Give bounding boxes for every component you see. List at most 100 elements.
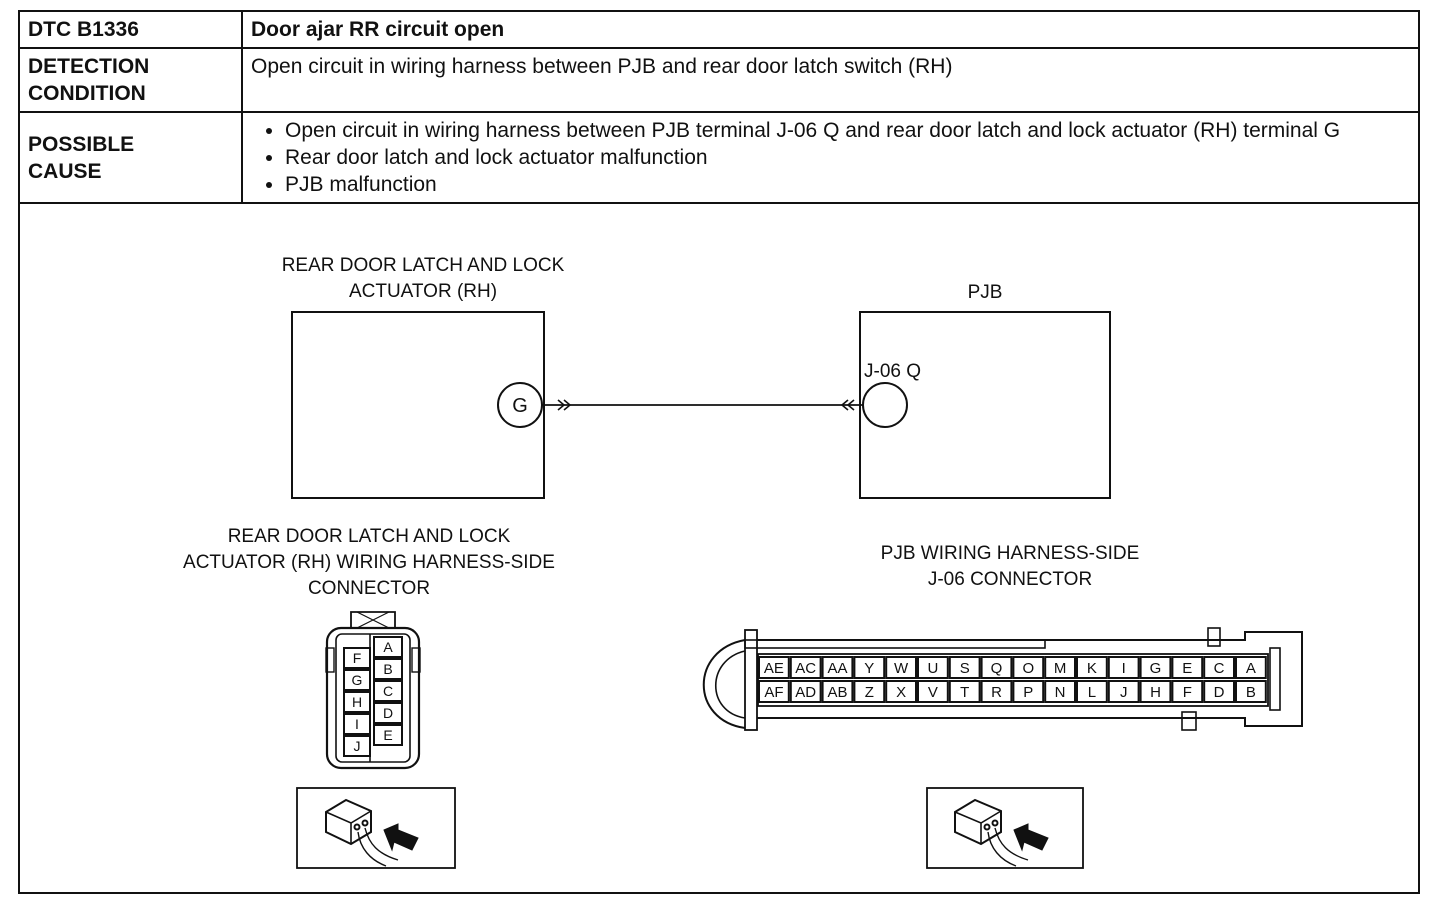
connector-pin [980,680,1013,703]
actuator-box [291,311,545,499]
cause-list-cell: Open circuit in wiring harness between P… [241,111,1420,204]
connector-pin [1044,656,1076,679]
pin-label: F [353,650,362,666]
connector-pin [1139,680,1172,703]
connector-pin [758,680,790,703]
pin-label: Y [864,660,874,677]
connector-pin [1012,656,1045,679]
connector-pin [1107,656,1140,679]
dtc-info-table: DTC B1336 Door ajar RR circuit open DETE… [18,10,1420,204]
pin-label: M [1054,660,1067,677]
pin-label: AB [827,684,847,701]
pin-label: N [1055,684,1066,701]
pin-label: C [383,683,393,699]
connector-pin [1235,656,1267,679]
actuator-connector-title-line2: ACTUATOR (RH) WIRING HARNESS-SIDE [183,552,555,573]
pin-label: AD [795,684,816,701]
connector-pin [1076,680,1108,703]
pin-label: P [1023,684,1033,701]
pin-label: W [894,660,909,677]
pin-label: H [352,694,362,710]
detection-text: Open circuit in wiring harness between P… [241,47,1420,113]
connector-pin [343,691,371,713]
pin-label: S [960,660,970,677]
pin-label: J [354,738,361,754]
detection-row: DETECTION CONDITION Open circuit in wiri… [18,47,1420,113]
dtc-title: Door ajar RR circuit open [241,10,1420,49]
connector-pin [885,656,918,679]
connector-pin [1203,656,1235,679]
connector-pin [885,680,918,703]
cause-item: PJB malfunction [285,171,1410,198]
connector-pin [948,680,981,703]
pin-label: F [1183,684,1192,701]
pin-label: Q [991,660,1003,677]
connector-pin [980,656,1013,679]
connector-pin [1012,680,1045,703]
dtc-code: DTC B1336 [18,10,243,49]
pin-label: L [1088,684,1096,701]
actuator-connector-title-line1: REAR DOOR LATCH AND LOCK [227,526,511,547]
cause-label: POSSIBLE CAUSE [18,111,243,204]
connector-pin [948,656,981,679]
pin-label: B [383,661,392,677]
cause-label-line1: POSSIBLE [28,132,135,156]
pin-label: E [1182,660,1192,677]
pin-label: AE [764,660,784,677]
pin-label: B [1246,684,1256,701]
connector-pin [1171,656,1204,679]
pjb-terminal-circle [862,382,908,428]
connector-pin [917,680,949,703]
pjb-terminal-label: J-06 Q [864,361,921,382]
pin-label: V [928,684,938,701]
pjb-connector [702,627,1303,731]
connector-pin [1044,680,1076,703]
connector-pin [1203,680,1235,703]
actuator-connector-title: REAR DOOR LATCH AND LOCK ACTUATOR (RH) W… [110,524,628,602]
connector-pin [758,656,790,679]
connector-pin [343,647,371,669]
actuator-title-line2: ACTUATOR (RH) [348,281,498,302]
connector-pin [343,735,371,757]
detection-label: DETECTION CONDITION [18,47,243,113]
connector-pin [853,656,886,679]
pin-label: I [355,716,359,732]
pin-label: AC [795,660,816,677]
pin-label: O [1022,660,1034,677]
pin-label: J [1120,684,1128,701]
connector-pin [1107,680,1140,703]
connector-pin [1076,656,1108,679]
pin-label: Z [865,684,874,701]
connector-pin [821,656,854,679]
cause-item: Open circuit in wiring harness between P… [285,117,1410,144]
cause-item: Rear door latch and lock actuator malfun… [285,144,1410,171]
pin-label: D [1214,684,1225,701]
pin-label: H [1150,684,1161,701]
pin-label: I [1122,660,1126,677]
connector-pin [1171,680,1204,703]
pin-label: T [960,684,969,701]
probe-icon [296,787,456,869]
actuator-title-line1: REAR DOOR LATCH AND LOCK [281,255,565,276]
pin-label: G [352,672,363,688]
detection-label-line1: DETECTION [28,55,150,78]
pjb-box [859,311,1111,499]
pjb-connector-title-line2: J-06 CONNECTOR [927,569,1093,590]
connector-pin [373,702,403,724]
connector-pin [853,680,886,703]
pin-label: G [1150,660,1162,677]
connector-pin [789,656,822,679]
connector-pin [343,713,371,735]
connector-pin [1139,656,1172,679]
probe-icon [926,787,1084,869]
pjb-connector-title: PJB WIRING HARNESS-SIDE J-06 CONNECTOR [800,541,1220,593]
connector-pin [373,658,403,680]
wire-chevron-right [840,399,855,411]
pin-label: D [383,705,393,721]
connector-pin [343,669,371,691]
pin-label: U [927,660,938,677]
pin-label: X [896,684,906,701]
pin-label: C [1214,660,1225,677]
connector-pin [821,680,854,703]
actuator-connector-title-line3: CONNECTOR [307,578,431,599]
